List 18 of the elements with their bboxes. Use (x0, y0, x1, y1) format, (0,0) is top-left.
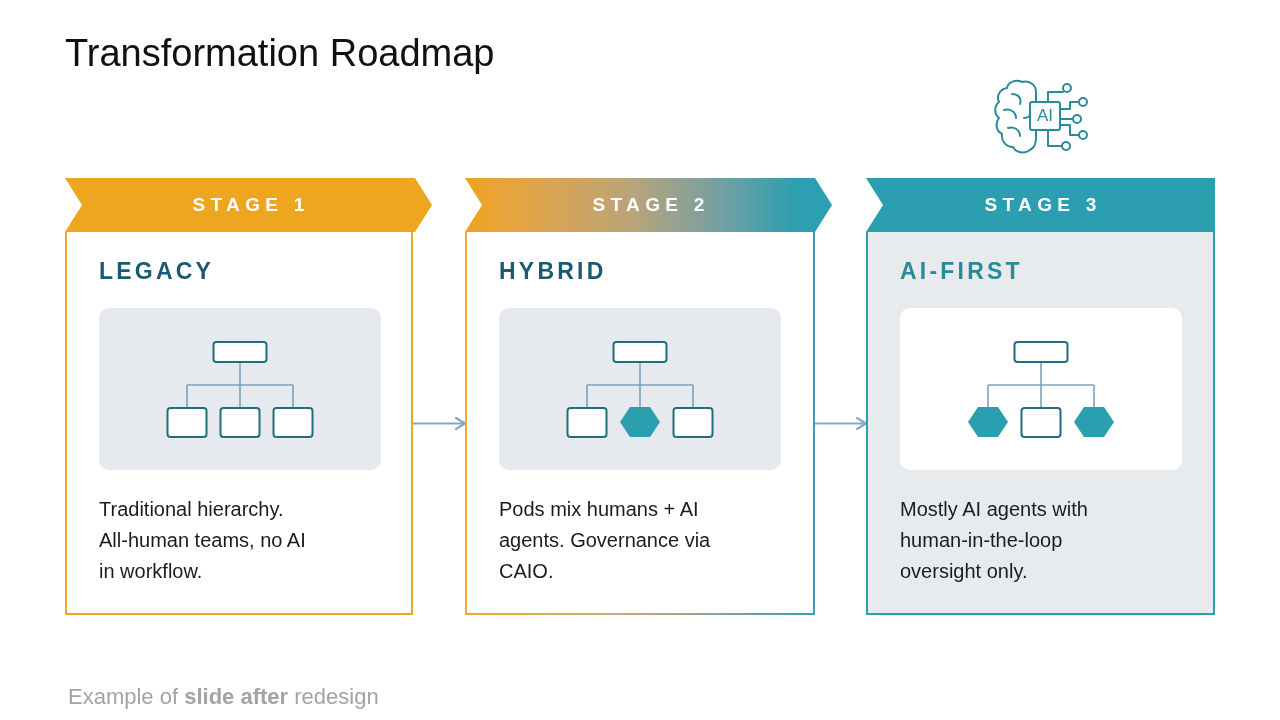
stage-label: STAGE 1 (191, 193, 310, 217)
stage-label: STAGE 3 (983, 193, 1102, 217)
flow-arrow (412, 416, 467, 431)
flow-arrow (814, 416, 868, 431)
stage-heading: LEGACY (99, 257, 215, 286)
chip-label: AI (1035, 105, 1055, 127)
stage-card (866, 232, 1215, 615)
stage-ribbon (866, 178, 1215, 232)
footer-note: Example of slide after redesign (68, 683, 379, 711)
stage-description: Traditional hierarchy. All-human teams, no AI in workflow. (99, 497, 307, 584)
slide-title: Transformation Roadmap (65, 31, 495, 76)
stage-description: Pods mix humans + AI agents. Governance via CAIO. (499, 497, 712, 584)
stage-description: Mostly AI agents with human-in-the-loop oversight only. (900, 497, 1089, 584)
stage-label: STAGE 2 (591, 193, 710, 217)
stage-card (465, 232, 815, 615)
stage-heading: AI-FIRST (900, 257, 1023, 286)
stage-heading: HYBRID (499, 257, 607, 286)
stage-card (65, 232, 413, 615)
